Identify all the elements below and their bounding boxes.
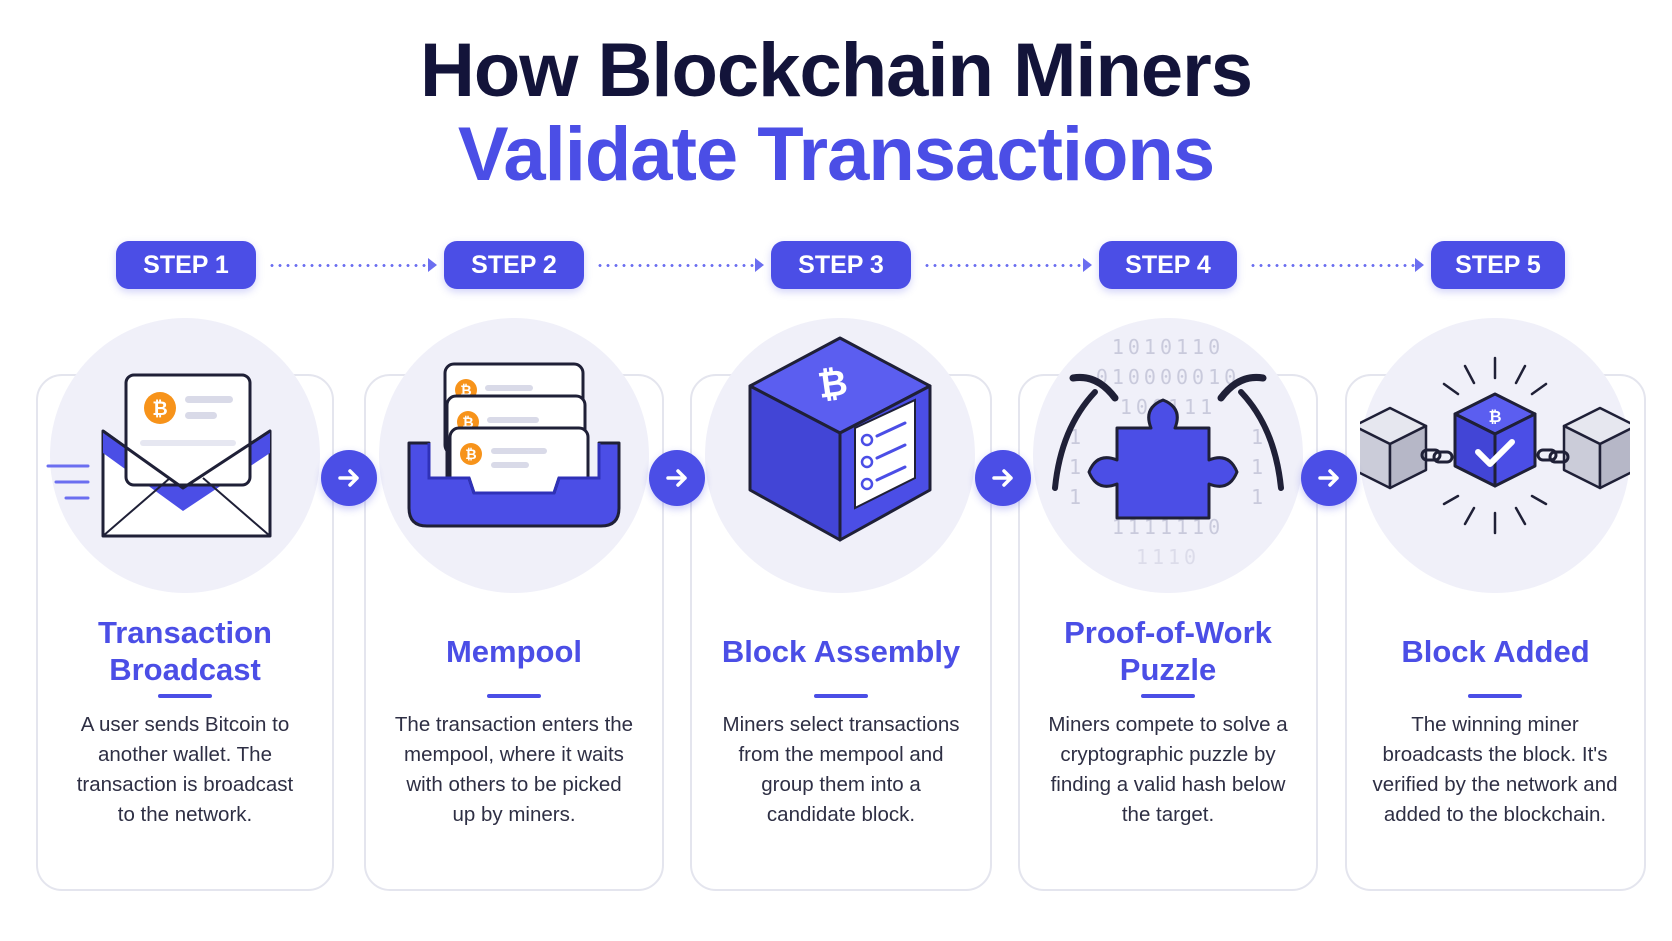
step-5-title-underline (1468, 694, 1522, 698)
svg-text:₿: ₿ (152, 398, 167, 420)
page-title-line-1: How Blockchain Miners (419, 28, 1253, 113)
connector-4-5 (1249, 264, 1417, 267)
step-1-title: Transaction Broadcast (98, 615, 272, 687)
step-1-title-underline (158, 694, 212, 698)
step-3-badge: STEP 3 (771, 241, 911, 289)
svg-text:₿: ₿ (815, 362, 850, 407)
svg-text:₿: ₿ (465, 447, 476, 463)
next-arrow-3-icon (975, 450, 1031, 506)
connector-1-2 (268, 264, 430, 267)
mempool-tray-icon: ₿ ₿ ₿ (407, 362, 621, 528)
step-2-badge: STEP 2 (444, 241, 584, 289)
step-1-badge: STEP 1 (116, 241, 256, 289)
connector-2-3 (596, 264, 757, 267)
step-4-description: Miners compete to solve a cryptographic … (1048, 713, 1288, 826)
svg-text:₿: ₿ (1488, 407, 1501, 426)
step-5-description: The winning miner broadcasts the block. … (1372, 713, 1618, 826)
step-1-description: A user sends Bitcoin to another wallet. … (76, 713, 294, 826)
step-4-title-underline (1141, 694, 1195, 698)
chained-blocks-check-icon: ₿ (1360, 356, 1630, 535)
connector-4-5-arrowhead (1415, 258, 1424, 272)
connector-1-2-arrowhead (428, 258, 437, 272)
next-arrow-4-icon (1301, 450, 1357, 506)
step-2-title: Mempool (445, 633, 583, 669)
step-5-badge: STEP 5 (1431, 241, 1565, 289)
step-2-title-underline (487, 694, 541, 698)
next-arrow-1-icon (321, 450, 377, 506)
step-3-title: Block Assembly (721, 633, 961, 669)
binary-row: 1010110 (1111, 335, 1225, 359)
step-2-description: The transaction enters the mempool, wher… (394, 713, 634, 826)
step-5-title: Block Added (1401, 633, 1590, 669)
envelope-bitcoin-icon: ₿ (46, 373, 272, 538)
puzzle-pickaxe-icon: 1010110 010000010 100111 1 1 1 1 1 1 111… (1033, 328, 1303, 588)
connector-3-4 (923, 264, 1085, 267)
svg-text:₿: ₿ (462, 415, 473, 431)
next-arrow-2-icon (649, 450, 705, 506)
binary-row: 010000010 (1095, 365, 1241, 389)
binary-row: 1110 (1135, 545, 1201, 569)
connector-2-3-arrowhead (755, 258, 764, 272)
svg-text:₿: ₿ (460, 383, 471, 399)
page-title-line-2: Validate Transactions (457, 112, 1215, 197)
step-3-description: Miners select transactions from the memp… (722, 713, 960, 826)
bitcoin-block-cube-icon: ₿ (748, 336, 932, 542)
connector-3-4-arrowhead (1083, 258, 1092, 272)
step-3-title-underline (814, 694, 868, 698)
step-4-badge: STEP 4 (1099, 241, 1237, 289)
step-4-title: Proof-of-Work Puzzle (1064, 615, 1272, 687)
